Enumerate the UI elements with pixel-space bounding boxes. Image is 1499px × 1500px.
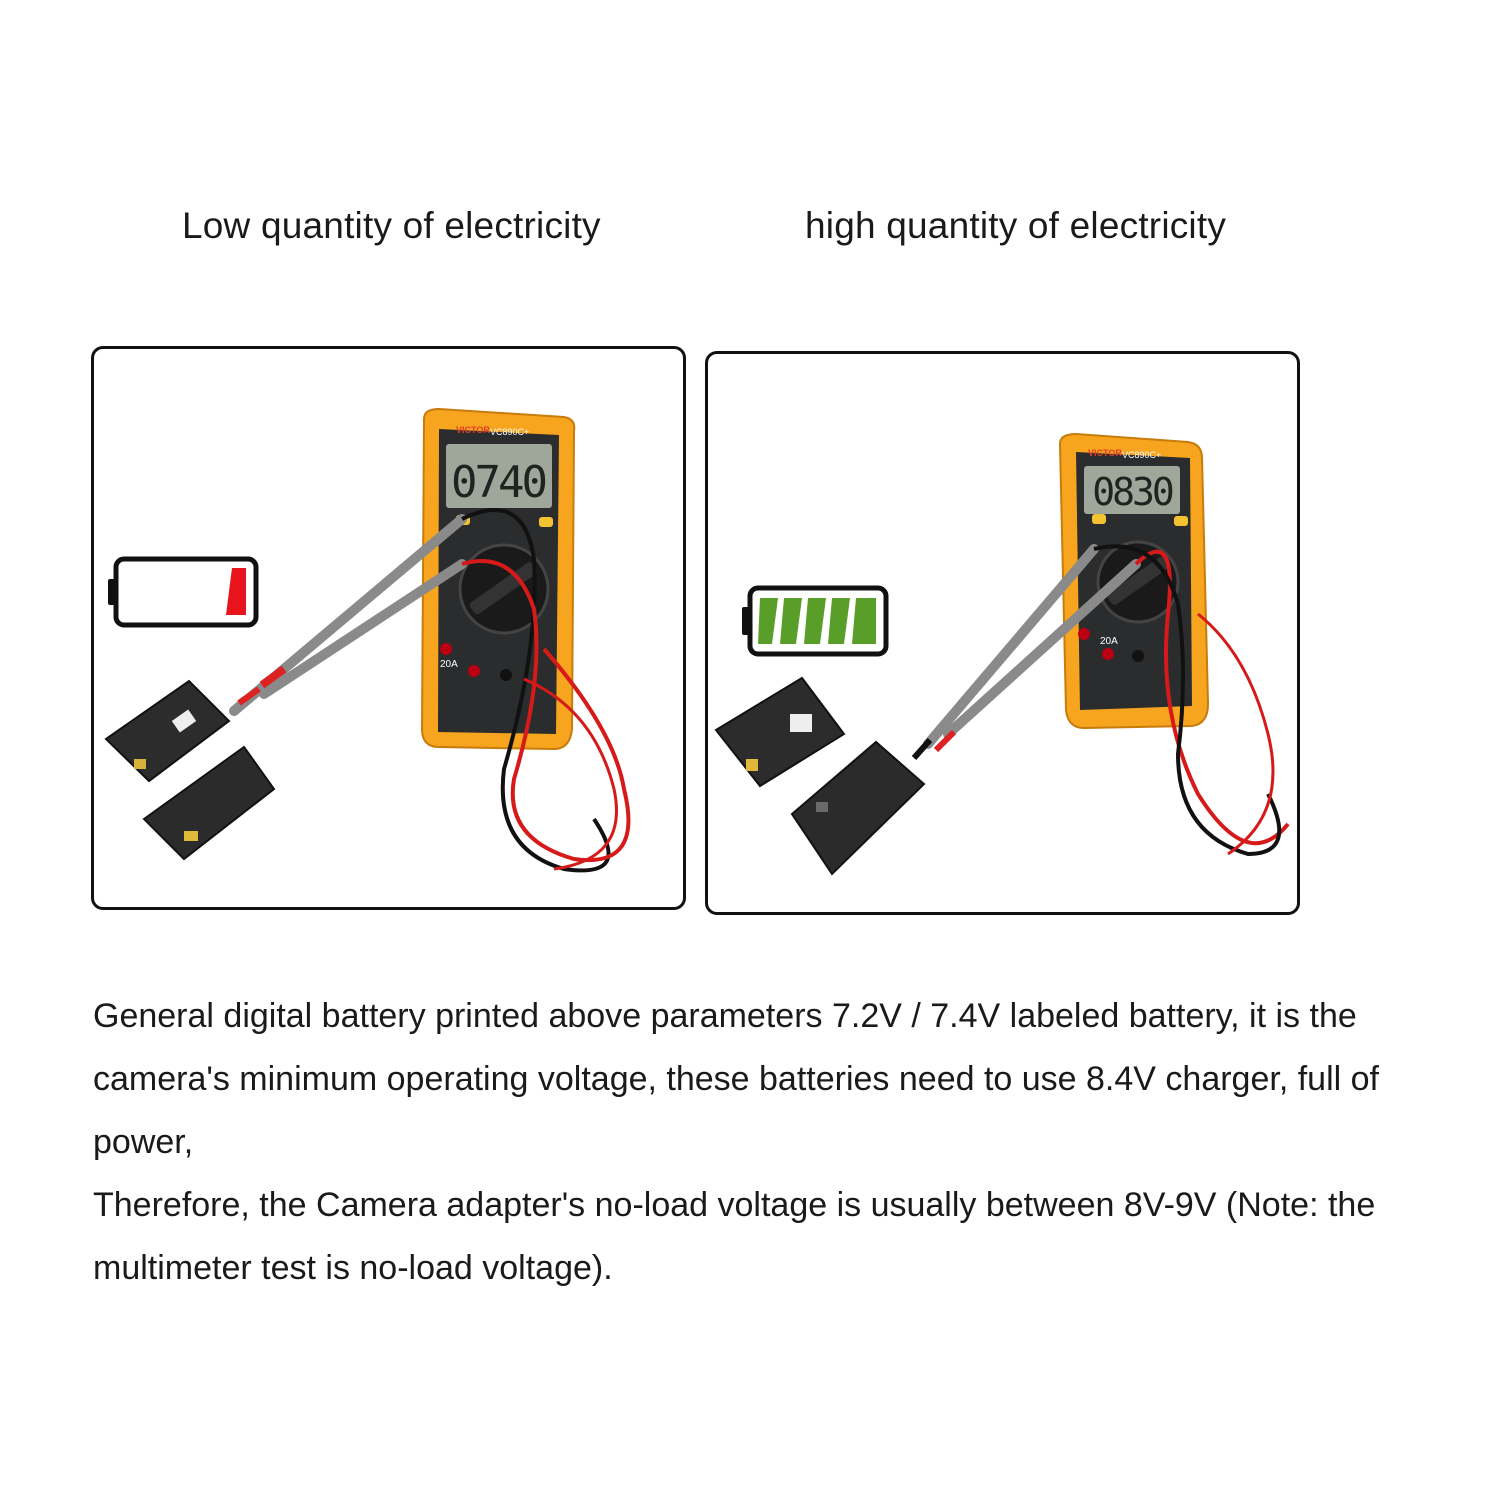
- jack-label: 20A: [1100, 636, 1118, 647]
- lcd-screen: [446, 444, 552, 508]
- multimeter-photo-low: VICTOR VC890C+ 0740 20A: [104, 407, 631, 873]
- multimeter-photo-high: VICTOR VC890C+ 0830 20A: [714, 432, 1290, 876]
- camera-batteries: [714, 676, 926, 876]
- meter-brand: VICTOR: [1088, 448, 1122, 458]
- meter-brand: VICTOR: [456, 425, 490, 435]
- multimeter: VICTOR VC890C+ 0740 20A: [420, 407, 576, 751]
- meter-reading: 0830: [1092, 470, 1173, 514]
- lcd-screen: [1084, 466, 1180, 514]
- description-line-1: General digital battery printed above pa…: [93, 997, 1379, 1161]
- heading-high-electricity: high quantity of electricity: [805, 205, 1227, 246]
- low-charge-panel: VICTOR VC890C+ 0740 20A: [91, 346, 686, 910]
- low-battery-icon: [108, 556, 259, 628]
- meter-reading: 0740: [451, 457, 545, 508]
- description-line-2: Therefore, the Camera adapter's no-load …: [93, 1186, 1376, 1287]
- battery-charge-fill: [758, 598, 876, 644]
- jack-label: 20A: [440, 659, 458, 670]
- test-leads: [229, 508, 631, 873]
- high-charge-panel: VICTOR VC890C+ 0830 20A: [705, 351, 1300, 915]
- description-text: General digital battery printed above pa…: [93, 985, 1453, 1300]
- test-leads: [911, 544, 1290, 857]
- heading-low-electricity: Low quantity of electricity: [182, 205, 601, 246]
- camera-batteries: [104, 679, 276, 861]
- meter-model: VC890C+: [1122, 450, 1161, 460]
- battery-charge-fill: [226, 568, 246, 615]
- full-battery-icon: [742, 585, 889, 657]
- meter-model: VC890C+: [490, 427, 529, 437]
- multimeter: VICTOR VC890C+ 0830 20A: [1058, 432, 1210, 730]
